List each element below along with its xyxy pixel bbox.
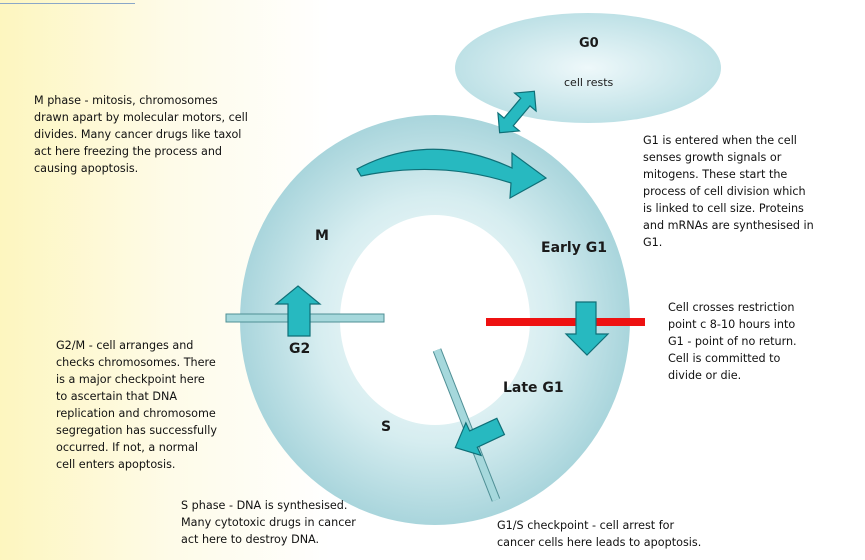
m-phase-label: M: [315, 228, 329, 244]
cell-cycle-ring: [240, 115, 630, 525]
s-phase-note: S phase - DNA is synthesised. Many cytot…: [181, 499, 356, 546]
top-rule: [0, 3, 135, 4]
late-g1-label: Late G1: [503, 380, 564, 396]
g1s-arrow: [454, 417, 506, 457]
g1s-checkpoint-note: G1/S checkpoint - cell arrest for cancer…: [497, 519, 702, 549]
s-phase-label: S: [381, 419, 392, 435]
restriction-down-arrow: [564, 301, 610, 356]
g0-ellipse: [455, 13, 721, 123]
early-g1-label: Early G1: [541, 240, 607, 256]
g2m-checkpoint-note: G2/M - cell arranges and checks chromoso…: [56, 339, 217, 471]
restriction-point-note: Cell crosses restriction point c 8-10 ho…: [668, 301, 797, 382]
g2-label: G2: [289, 341, 311, 357]
g2-up-arrow: [274, 285, 322, 337]
g1-entry-note: G1 is entered when the cell senses growt…: [643, 134, 814, 249]
g0-sublabel: cell rests: [564, 76, 614, 89]
g0-double-arrow: [497, 90, 537, 134]
m-phase-note: M phase - mitosis, chromosomes drawn apa…: [34, 94, 248, 175]
restriction-point-bar: [486, 318, 645, 326]
curved-cycle-arrow: [356, 148, 548, 200]
g0-label: G0: [579, 36, 599, 51]
